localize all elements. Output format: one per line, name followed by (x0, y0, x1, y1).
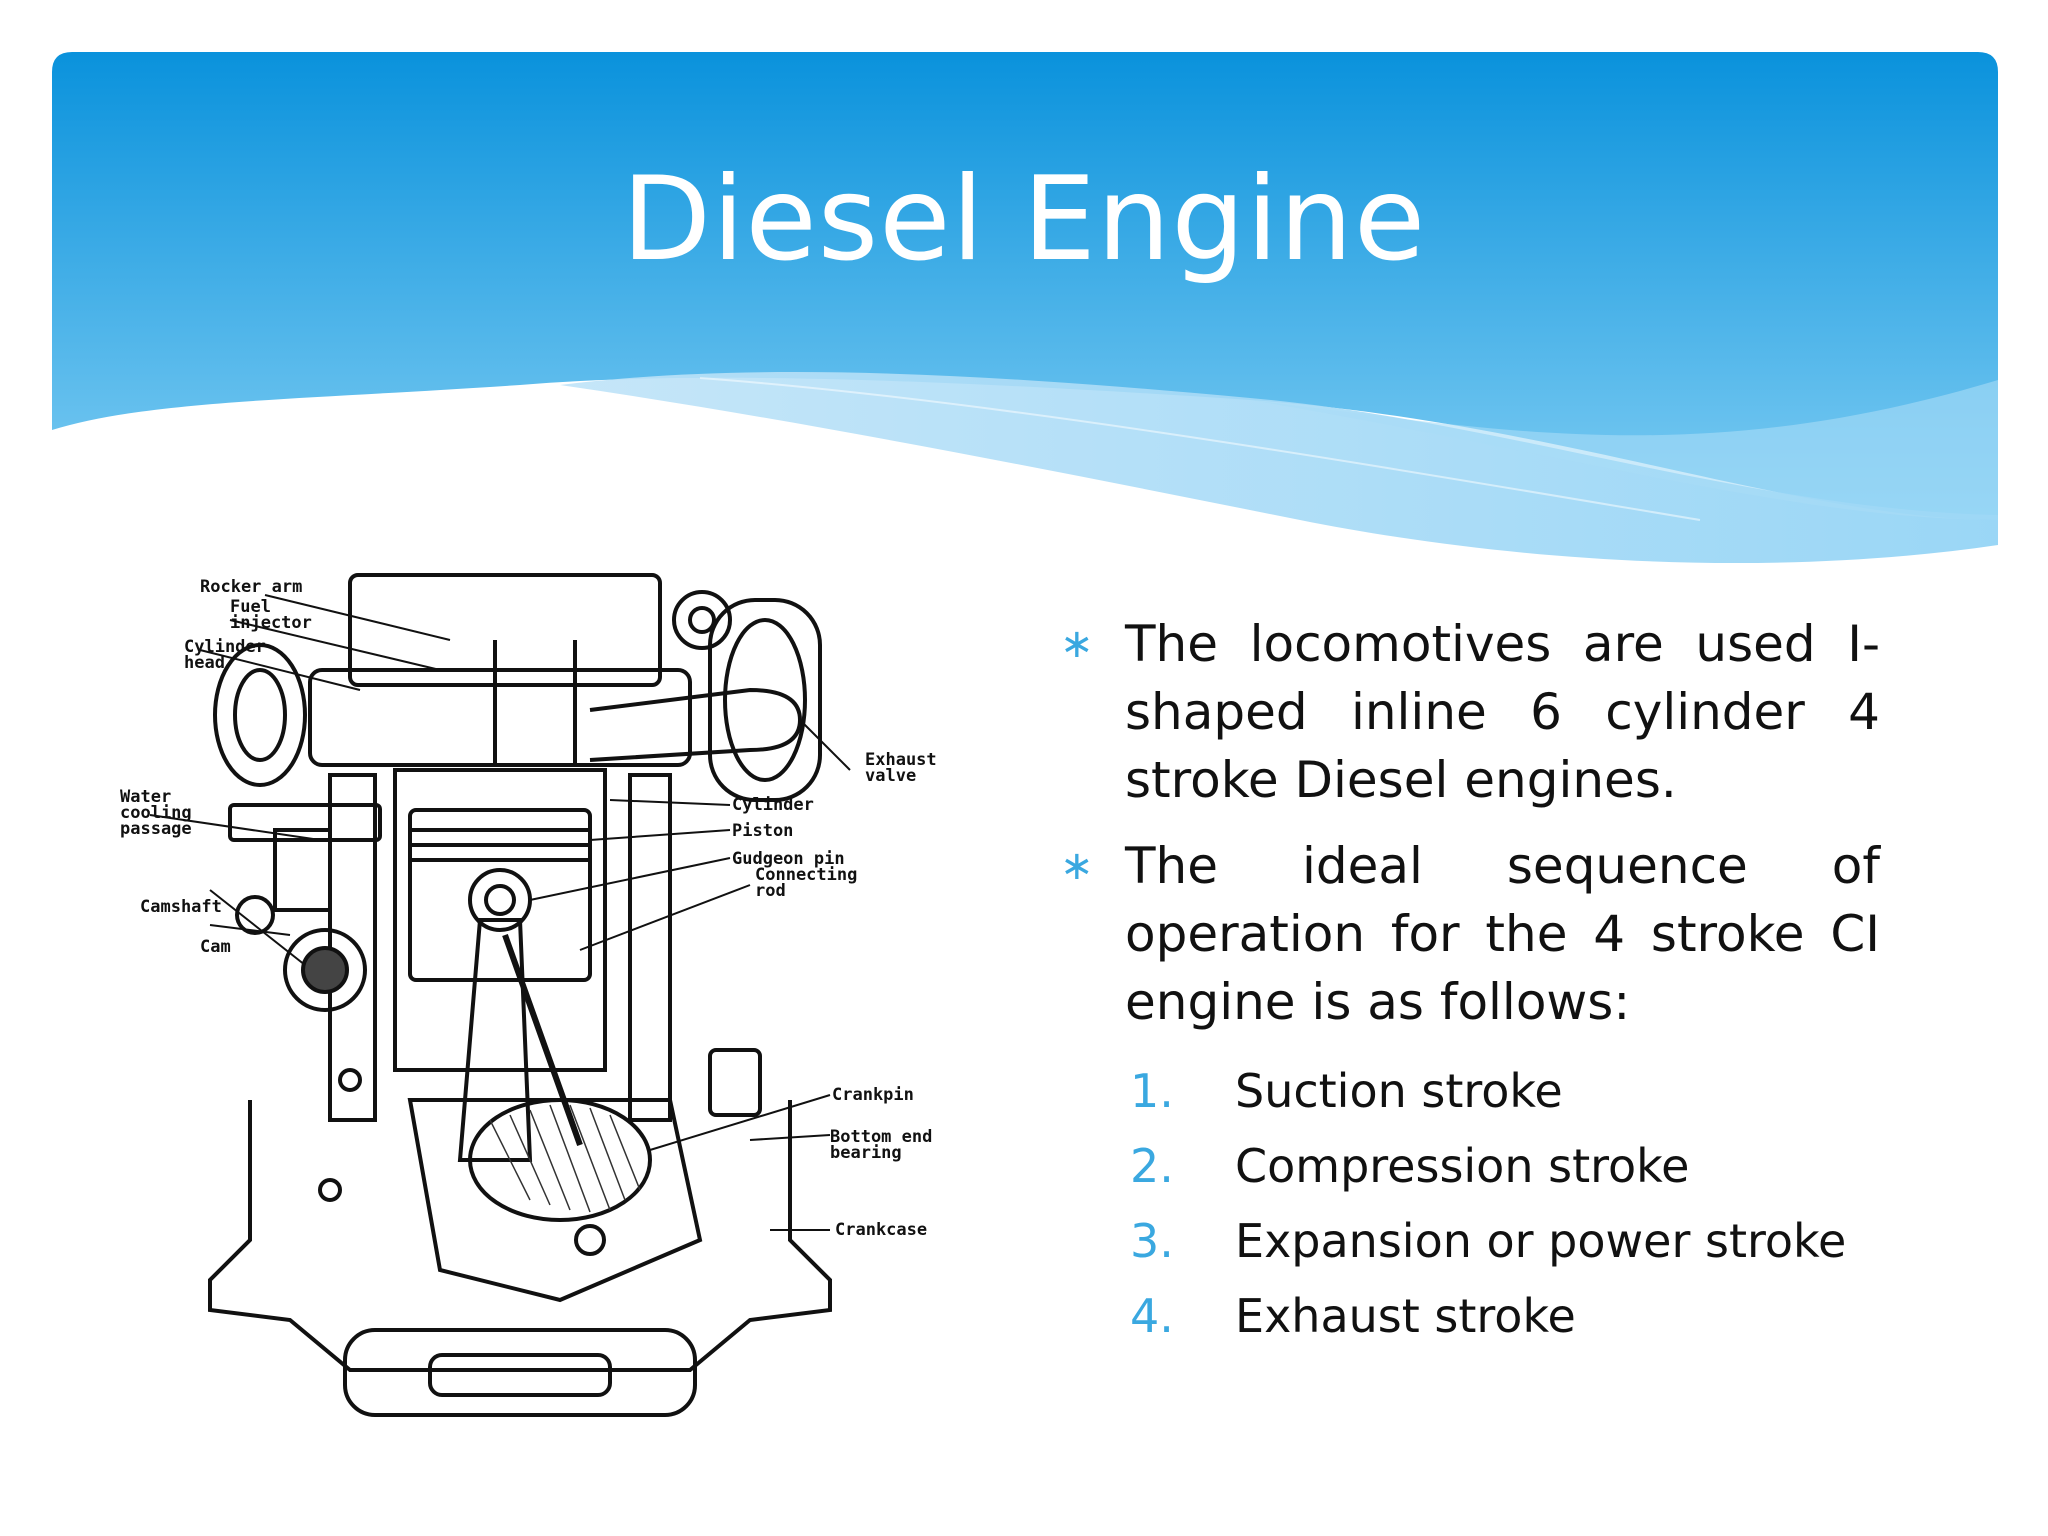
label-cylinder-head-2: head (184, 653, 225, 673)
hatched-sections (489, 1104, 641, 1213)
label-bearing: bearing (830, 1143, 902, 1163)
list-text: Exhaust stroke (1235, 1289, 1576, 1343)
list-number: 4. (1130, 1289, 1174, 1343)
label-exhaust-valve: valve (865, 766, 916, 786)
label-bottom-end: Bottom end (830, 1127, 932, 1147)
label-connecting: Connecting (755, 865, 857, 885)
label-gudgeon-pin: Gudgeon pin (732, 849, 845, 869)
stroke-sequence-list: 1. Suction stroke 2. Compression stroke … (1060, 1054, 1880, 1354)
diesel-engine-diagram: Rocker arm Fuel injector Cylinder head E… (120, 573, 937, 1417)
label-crankpin: Crankpin (832, 1085, 914, 1105)
label-camshaft: Camshaft (140, 897, 222, 917)
bullet-text: The ideal sequence of operation for the … (1125, 837, 1880, 1031)
diagram-labels: Rocker arm Fuel injector Cylinder head E… (120, 577, 937, 1240)
content-area: ∗ The locomotives are used I-shaped inli… (1060, 610, 1880, 1354)
label-cooling: cooling (120, 803, 192, 823)
list-number: 1. (1130, 1064, 1174, 1118)
list-item: 4. Exhaust stroke (1060, 1279, 1880, 1354)
label-rod: rod (755, 881, 786, 901)
label-piston: Piston (732, 821, 793, 841)
list-item: 2. Compression stroke (1060, 1129, 1880, 1204)
label-cylinder: Cylinder (732, 795, 814, 815)
label-cylinder-head-1: Cylinder (184, 637, 266, 657)
list-item: 3. Expansion or power stroke (1060, 1204, 1880, 1279)
asterisk-bullet-icon: ∗ (1060, 843, 1094, 889)
list-item: 1. Suction stroke (1060, 1054, 1880, 1129)
label-cam: Cam (200, 937, 231, 957)
list-text: Expansion or power stroke (1235, 1214, 1847, 1268)
label-injector: injector (230, 613, 312, 633)
label-crankcase: Crankcase (835, 1220, 927, 1240)
asterisk-bullet-icon: ∗ (1060, 621, 1094, 667)
label-water: Water (120, 787, 171, 807)
label-exhaust: Exhaust (865, 750, 937, 770)
header-background (52, 52, 1998, 564)
list-number: 2. (1130, 1139, 1174, 1193)
engine-outline (208, 573, 832, 1417)
bullet-text: The locomotives are used I-shaped inline… (1125, 615, 1880, 809)
list-text: Suction stroke (1235, 1064, 1563, 1118)
bullet-item: ∗ The locomotives are used I-shaped inli… (1060, 610, 1880, 814)
label-passage: passage (120, 819, 192, 839)
list-text: Compression stroke (1235, 1139, 1690, 1193)
slide-title: Diesel Engine (621, 152, 1427, 287)
list-number: 3. (1130, 1214, 1174, 1268)
leader-lines (149, 594, 851, 1231)
label-rocker-arm: Rocker arm (200, 577, 302, 597)
label-fuel: Fuel (230, 597, 271, 617)
bullet-item: ∗ The ideal sequence of operation for th… (1060, 832, 1880, 1036)
